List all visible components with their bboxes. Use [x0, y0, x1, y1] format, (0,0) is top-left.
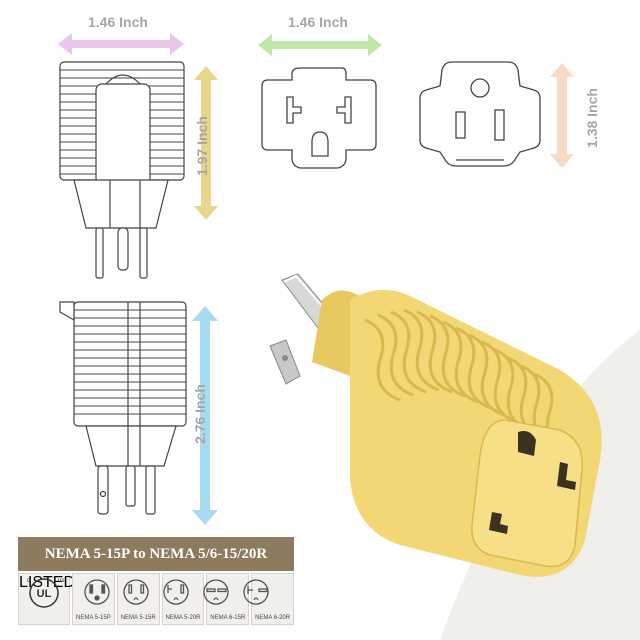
nema-5-15r-label: NEMA 5-15R: [120, 615, 156, 621]
ul-listed-icon: LISTED: [18, 573, 76, 625]
peach-height-arrow: [550, 63, 574, 168]
background-swoosh: [440, 330, 640, 640]
ul-listed-badge: LISTED: [19, 574, 76, 591]
nema-5-15p-icon: NEMA 5-15P: [72, 573, 115, 625]
nema-icon-row: LISTED NEMA 5-15P NEMA 5-15R NEMA 5-20R …: [18, 573, 294, 625]
nema-5-20r-label: NEMA 5-20R: [165, 615, 201, 621]
top-center-width-label: 1.46 Inch: [288, 14, 348, 30]
nema-6-15r-icon: NEMA 6-15R: [206, 573, 250, 625]
receptacle-face-20r: [261, 67, 377, 169]
nema-5-20r-icon: NEMA 5-20R: [161, 573, 205, 625]
nema-5-15p-label: NEMA 5-15P: [76, 615, 111, 621]
pink-width-arrow: [58, 33, 184, 55]
right-height-label: 1.38 Inch: [584, 88, 600, 148]
nema-6-15r-label: NEMA 6-15R: [210, 615, 246, 621]
nema-6-20r-label: NEMA 6-20R: [255, 615, 291, 621]
receptacle-face-15r: [419, 61, 541, 167]
left-height-label: 1.97 Inch: [194, 116, 210, 176]
adapter-side-view-top: [59, 61, 185, 279]
nema-5-15r-icon: NEMA 5-15R: [116, 573, 160, 625]
top-left-width-label: 1.46 Inch: [88, 14, 148, 30]
bottom-height-label: 2.76 Inch: [192, 384, 208, 444]
nema-banner: NEMA 5-15P to NEMA 5/6-15/20R: [18, 537, 294, 571]
yellow-adapter-product: [269, 273, 602, 577]
adapter-side-view-bottom: [59, 301, 187, 515]
green-width-arrow: [258, 34, 382, 56]
nema-6-20r-icon: NEMA 6-20R: [251, 573, 294, 625]
nema-banner-title: NEMA 5-15P to NEMA 5/6-15/20R: [44, 545, 268, 562]
